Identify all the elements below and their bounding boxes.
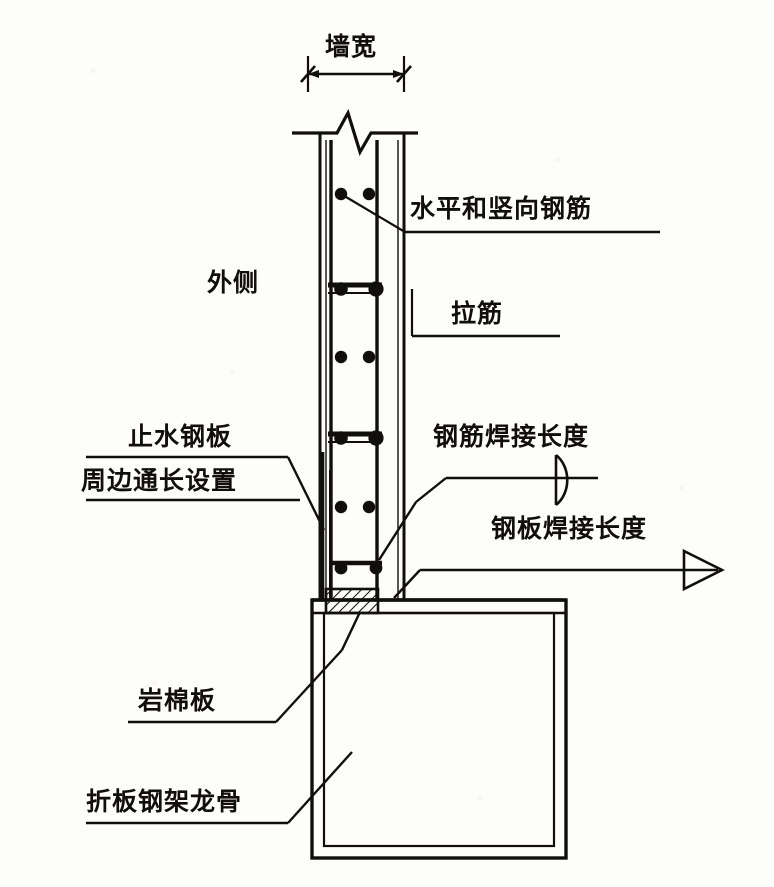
label-outer-side: 外侧: [207, 268, 260, 297]
label-folded-plate-steel-keel: 折板钢架龙骨: [86, 787, 243, 816]
label-waterstop-plate-line1: 止水钢板: [128, 422, 233, 451]
label-waterstop-plate-line2: 周边通长设置: [81, 466, 238, 495]
label-plate-weld-length: 钢板焊接长度: [491, 514, 648, 543]
label-horizontal-vertical-rebar: 水平和竖向钢筋: [410, 194, 593, 223]
wall-width-dimension-label: 墙宽: [325, 32, 378, 61]
label-rebar-weld-length: 钢筋焊接长度: [433, 422, 590, 451]
leader-folded-plate-steel-keel: [86, 751, 353, 825]
leader-waterstop-plate: [86, 455, 326, 531]
leader-rebar-weld-length: [377, 453, 598, 561]
leader-plate-weld-length: [393, 548, 725, 599]
tie-bars: [328, 282, 382, 566]
leader-horizontal-vertical-rebar: [340, 193, 660, 234]
vertical-rebar-bars: [325, 140, 399, 600]
break-line: [292, 108, 418, 156]
leader-rock-wool-board: [128, 611, 362, 724]
folded-plate-steel-frame-box: [310, 598, 568, 860]
wall-width-dimension: [300, 56, 412, 92]
leader-tie-bars: [410, 289, 560, 338]
label-tie-bars: 拉筋: [451, 299, 504, 328]
label-rock-wool-board: 岩棉板: [138, 686, 217, 715]
